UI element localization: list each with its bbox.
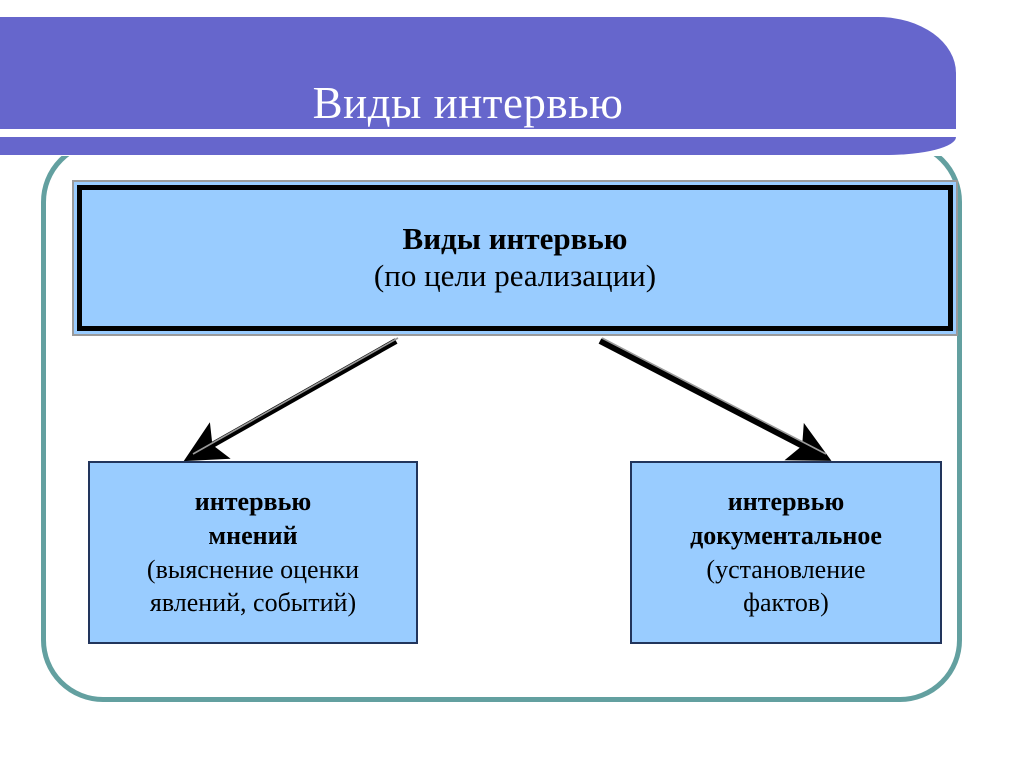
diagram-root-node[interactable]: Виды интервью (по цели реализации) <box>72 180 958 336</box>
root-node-line-2: (по цели реализации) <box>373 258 657 293</box>
left-node-line-2: мнений <box>208 520 298 550</box>
right-node-line-1: интервью <box>727 486 845 516</box>
left-node-line-3: (выяснение оценки <box>146 554 360 584</box>
left-node-line-4: явлений, событий) <box>149 588 357 618</box>
header-band <box>0 17 956 129</box>
left-node-line-1: интервью <box>194 486 312 516</box>
diagram-child-node-opinion[interactable]: интервью мнений (выяснение оценки явлени… <box>88 461 418 644</box>
diagram-child-node-documentary[interactable]: интервью документальное (установление фа… <box>630 461 942 644</box>
root-node-line-1: Виды интервью <box>402 221 628 257</box>
frame-top-mask-purple <box>0 137 956 155</box>
right-node-line-4: фактов) <box>743 588 829 618</box>
right-node-line-2: документальное <box>690 520 882 550</box>
diagram-root-node-inner: Виды интервью (по цели реализации) <box>77 185 953 331</box>
right-node-line-3: (установление <box>706 554 866 584</box>
page-title: Виды интервью <box>312 78 624 129</box>
